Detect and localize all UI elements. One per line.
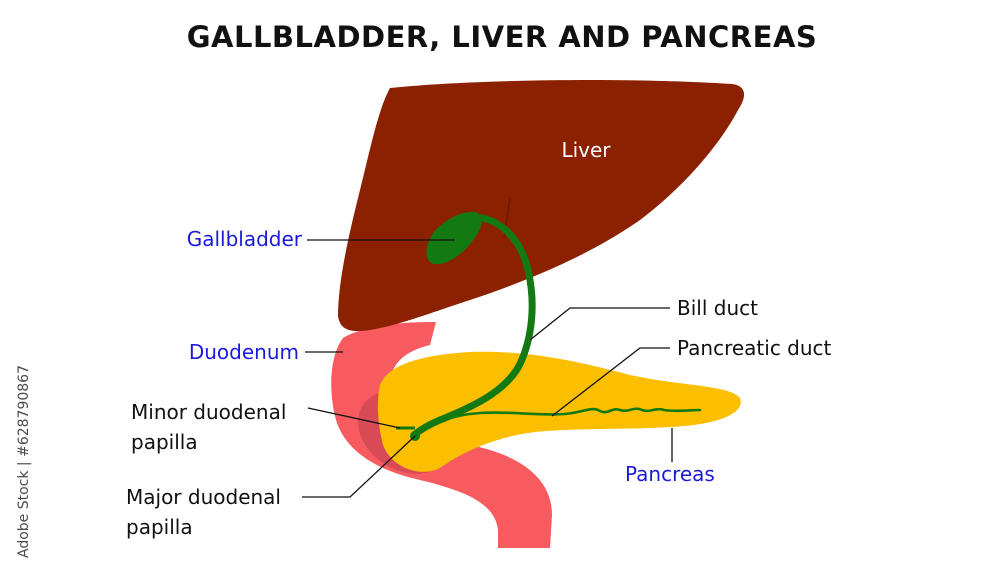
gallbladder-label: Gallbladder [187,227,303,251]
stock-id: Adobe Stock | #628790867 [16,365,32,558]
major-papilla-leader [302,435,416,498]
liver-label: Liver [561,138,611,162]
pancreatic-duct-leader [551,347,670,417]
major-papilla-label-line1: Major duodenal [126,485,281,509]
bile-duct-leader [529,307,670,341]
major-papilla-label-line2: papilla [126,515,193,539]
minor-papilla-leader [307,407,401,429]
bile-duct-label: Bill duct [677,296,758,320]
gallbladder [426,211,482,265]
pancreatic-duct [412,407,702,437]
minor-papilla-label-line2: papilla [131,430,198,454]
pancreas [377,351,741,472]
minor-papilla-label-line1: Minor duodenal [131,400,286,424]
bile-duct [410,213,536,439]
duodenum-label: Duodenum [189,340,299,364]
liver [338,80,745,332]
pancreatic-duct-label: Pancreatic duct [677,336,832,360]
pancreas-label: Pancreas [625,462,715,486]
diagram-title: GALLBLADDER, LIVER AND PANCREAS [187,20,818,54]
